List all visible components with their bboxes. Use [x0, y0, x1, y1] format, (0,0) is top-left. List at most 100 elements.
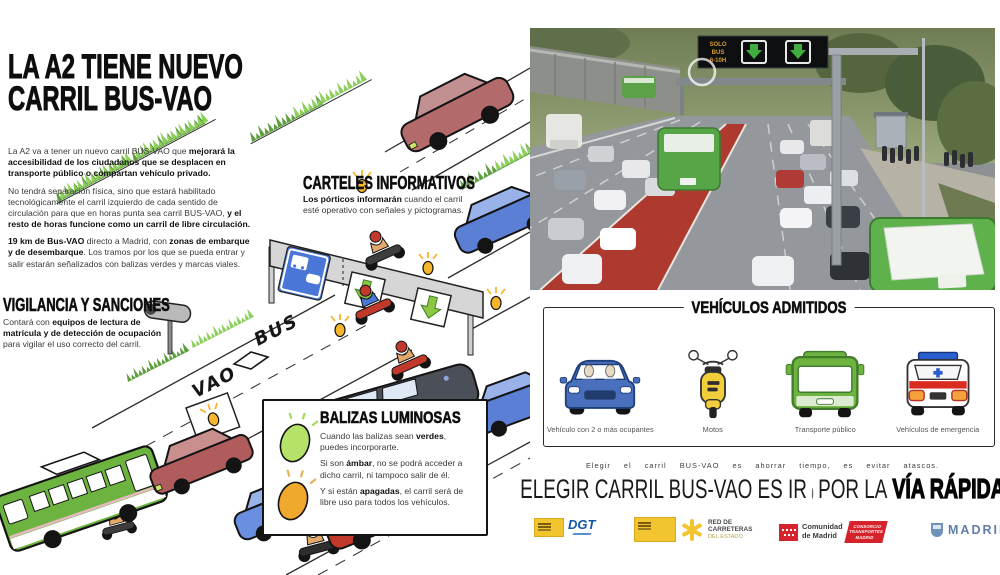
balizas-p1-n2: , puedes incorporarte.	[320, 431, 447, 453]
motos-label: Motos	[702, 425, 723, 434]
svg-text:BUS: BUS	[251, 310, 303, 350]
motos-item: Motos	[671, 346, 755, 442]
page-title: LA A2 TIENE NUEVO CARRIL BUS-VAO	[8, 48, 244, 117]
balizas-heading: BALIZAS LUMINOSAS	[320, 408, 461, 428]
red-carreteras-line3: DEL ESTADO	[708, 533, 743, 540]
logo-comunidad-madrid: Comunidad de Madrid CONSORCIO TRANSPORTE…	[779, 521, 888, 543]
overhead-gantry-sign: SOLO BUS 6-10H	[697, 35, 918, 266]
comunidad-line2: de Madrid	[802, 531, 837, 540]
svg-text:BUS: BUS	[712, 50, 725, 56]
bus-icon	[785, 350, 865, 418]
grass-strip	[51, 68, 530, 382]
logo-red-carreteras: RED DE CARRETERAS DEL ESTADO	[634, 517, 752, 542]
dgt-logo: DGT	[568, 518, 595, 535]
blue-cross-icon	[933, 368, 943, 378]
intro-p3-bold2: zonas de embarque y de desembarque	[8, 236, 250, 258]
maroon-car-illustration	[149, 427, 254, 495]
svg-text:SOLO: SOLO	[709, 42, 726, 48]
intro-p1-bold: mejorará la accesibilidad de los ciudada…	[8, 146, 235, 179]
vehiculos-emergencia-item: Vehículos de emergencia	[896, 346, 980, 442]
dgt-swoosh-icon	[572, 533, 592, 535]
scooter-icon	[688, 349, 738, 419]
slogan-part-2: POR LA	[818, 474, 888, 504]
vigilancia-normal1: Contará con	[3, 317, 53, 327]
vigilancia-bold: equipos de lectura de matrícula y de det…	[3, 317, 162, 339]
green-dot-icon	[811, 487, 814, 499]
intro-p3-normal1: directo a Madrid, con	[84, 236, 170, 247]
intro-text: La A2 va a tener un nuevo carril BUS-VAO…	[8, 146, 256, 276]
bus-vao-sign-icon	[277, 245, 331, 301]
title-line-1: LA A2 TIENE NUEVO	[8, 48, 244, 86]
transporte-publico-item: Transporte público	[783, 346, 867, 442]
dgt-logo-text: DGT	[568, 517, 596, 532]
intro-p2-normal: No tendrá separación física, sino que es…	[8, 185, 228, 218]
asterisk-star-icon	[682, 518, 702, 541]
vehiculos-admitidos-panel: VEHÍCULOS ADMITIDOS	[543, 298, 995, 447]
madrid-shield-icon	[931, 523, 943, 537]
balizas-p3-b: apagadas	[359, 485, 400, 496]
vehiculos-grid: Vehículo con 2 o más ocupantes Motos	[544, 322, 994, 442]
balizas-p1: Cuando las balizas sean verdes, puedes i…	[320, 431, 476, 453]
balizas-p2: Si son ámbar, no se podrá acceder a dich…	[320, 458, 476, 480]
balizas-p2-b: ámbar	[346, 458, 373, 469]
red-carreteras-line2: CARRETERAS	[708, 526, 753, 534]
comunidad-line1: Comunidad	[802, 522, 843, 532]
svg-text:6-10H: 6-10H	[710, 58, 726, 64]
comunidad-madrid-flag-icon	[779, 523, 798, 541]
vehiculo-ocupantes-item: Vehículo con 2 o más ocupantes	[547, 346, 654, 442]
carteles-text: Los pórticos informarán cuando el carril…	[303, 194, 475, 216]
slogan-big-text: ELEGIR CARRIL BUS-VAO ES IR POR LA VÍA R…	[520, 472, 1000, 505]
watermark-logo	[687, 57, 717, 87]
logo-gobierno-dgt: DGT	[534, 518, 595, 537]
balizas-p3-n1: Y si están	[320, 485, 360, 496]
balizas-p1-b: verdes	[416, 431, 444, 441]
red-car-illustration	[400, 72, 515, 153]
intro-paragraph-1: La A2 va a tener un nuevo carril BUS-VAO…	[8, 146, 256, 180]
red-carreteras-text: RED DE CARRETERAS DEL ESTADO	[708, 519, 752, 540]
intro-p1-normal: La A2 va a tener un nuevo carril BUS-VAO…	[8, 146, 189, 156]
blue-car-illustration	[453, 185, 530, 254]
green-bus-photo-foreground	[869, 217, 995, 290]
green-down-arrow-icon	[790, 44, 806, 59]
surveillance-camera-icon	[143, 300, 192, 355]
green-down-arrow-icon	[746, 44, 762, 59]
beacon-lights-icon	[277, 413, 318, 521]
green-bus-photo	[657, 127, 721, 191]
carteles-heading: CARTELES INFORMATIVOS	[303, 173, 475, 194]
consorcio-transportes-logo: CONSORCIO TRANSPORTES MADRID	[843, 521, 888, 543]
balizas-p1-n1: Cuando las balizas sean	[320, 431, 417, 441]
intro-paragraph-2: No tendrá separación física, sino que es…	[8, 186, 256, 231]
slogan-part-1: ELEGIR CARRIL BUS-VAO ES IR	[520, 474, 807, 504]
balizas-box: BALIZAS LUMINOSAS Cuando las balizas sea…	[262, 399, 488, 536]
svg-text:VAO: VAO	[189, 362, 241, 402]
pedestrians	[882, 145, 973, 168]
green-bus-illustration	[0, 445, 168, 552]
green-arrow-panel-icon	[409, 287, 453, 328]
intro-p2-bold: y el resto de horas funcione como un car…	[8, 207, 251, 230]
red-carreteras-line1: RED DE	[708, 518, 733, 526]
slogan-part-3: VÍA RÁPIDA	[892, 472, 1000, 504]
ambulance-icon	[906, 351, 970, 416]
intro-p3-normal2: . Los tramos por los que se pueda entrar…	[8, 247, 245, 269]
car-with-occupants-icon	[559, 359, 641, 415]
balizas-p2-n2: , no se podrá acceder a dicho carril, ni…	[320, 458, 463, 480]
vigilancia-normal2: para vigilar el uso correcto del carril.	[3, 339, 142, 350]
gobierno-espana-logo-block	[534, 518, 564, 537]
balizas-p3: Y si están apagadas, el carril será de l…	[320, 486, 476, 508]
vigilancia-heading: VIGILANCIA Y SANCIONES	[3, 295, 170, 316]
vehiculo-ocupantes-label: Vehículo con 2 o más ocupantes	[546, 425, 654, 434]
intro-p3-bold1: 19 km de Bus-VAO	[8, 236, 85, 247]
vigilancia-text: Contará con equipos de lectura de matríc…	[3, 317, 163, 351]
balizas-p2-n1: Si son	[320, 458, 347, 469]
vehiculos-heading: VEHÍCULOS ADMITIDOS	[683, 298, 855, 318]
intro-paragraph-3: 19 km de Bus-VAO directo a Madrid, con z…	[8, 236, 256, 270]
occupant-heads	[582, 364, 617, 380]
logo-madrid: MADRID	[931, 523, 1000, 537]
highway-photo-graphic: SOLO BUS 6-10H	[530, 28, 995, 290]
madrid-logo-text: MADRID	[948, 523, 1000, 537]
road-marking-bus-vao: BUS VAO	[189, 310, 303, 402]
ministerio-logo-block	[634, 517, 676, 542]
highway-photo: SOLO BUS 6-10H	[530, 28, 995, 290]
illustration-panel: BUS VAO	[0, 48, 530, 575]
